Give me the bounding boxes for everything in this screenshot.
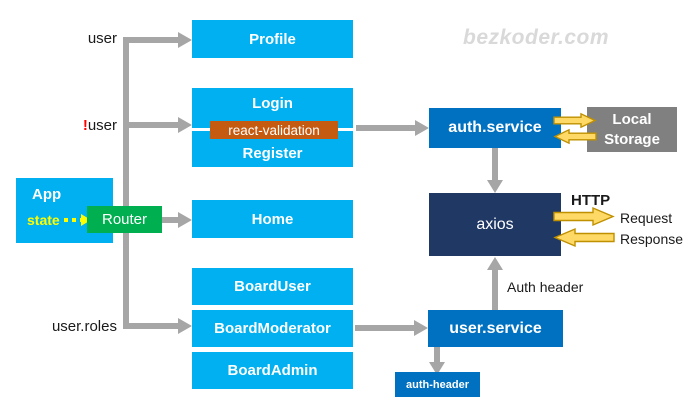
node-app-title: App bbox=[32, 186, 62, 203]
label-not-user: !user bbox=[40, 117, 117, 134]
arrowhead-userservice-icon bbox=[414, 320, 428, 336]
arrowhead-axios-down-icon bbox=[487, 180, 503, 193]
node-router-label: Router bbox=[101, 211, 148, 228]
arrowhead-home-icon bbox=[178, 212, 192, 228]
node-board-user-label: BoardUser bbox=[234, 278, 311, 295]
watermark: bezkoder.com bbox=[463, 26, 610, 49]
node-login-label: Login bbox=[252, 95, 293, 112]
node-auth-header-label: auth-header bbox=[406, 378, 469, 391]
storage-read-arrow-icon bbox=[553, 128, 597, 145]
node-home-label: Home bbox=[251, 210, 294, 228]
node-auth-service-label: auth.service bbox=[448, 119, 542, 136]
node-local-storage: Local Storage bbox=[587, 107, 677, 152]
node-react-validation: react-validation bbox=[210, 121, 338, 139]
node-board-moderator: BoardModerator bbox=[192, 310, 353, 347]
connector-roles-board bbox=[123, 323, 179, 329]
label-user: user bbox=[87, 30, 117, 47]
connector-board-userservice bbox=[355, 325, 415, 331]
node-axios: axios bbox=[429, 193, 561, 256]
node-profile: Profile bbox=[192, 20, 353, 58]
http-request-arrow-icon bbox=[553, 206, 615, 227]
node-board-moderator-label: BoardModerator bbox=[214, 320, 331, 337]
node-home: Home bbox=[192, 200, 353, 238]
node-auth-service: auth.service bbox=[429, 108, 561, 148]
label-auth-header: Auth header bbox=[507, 279, 584, 295]
node-profile-label: Profile bbox=[249, 30, 296, 48]
node-auth-header: auth-header bbox=[395, 372, 480, 397]
node-react-validation-label: react-validation bbox=[228, 122, 320, 138]
node-board-admin-label: BoardAdmin bbox=[227, 362, 318, 379]
arrowhead-board-icon bbox=[178, 318, 192, 334]
node-router: Router bbox=[87, 206, 162, 233]
connector-user-profile bbox=[123, 37, 179, 43]
arrowhead-profile-icon bbox=[178, 32, 192, 48]
connector-trunk bbox=[123, 37, 129, 329]
connector-userservice-axios bbox=[492, 270, 498, 310]
storage-write-arrow-icon bbox=[553, 112, 597, 129]
node-axios-label: axios bbox=[476, 215, 514, 233]
local-storage-line2: Storage bbox=[604, 130, 660, 148]
arrowhead-axios-up-icon bbox=[487, 257, 503, 270]
node-user-service: user.service bbox=[428, 310, 563, 347]
connector-router-home bbox=[160, 217, 179, 223]
node-register-label: Register bbox=[242, 145, 303, 162]
app-state-label: state bbox=[27, 212, 60, 228]
label-request: Request bbox=[620, 210, 673, 226]
node-board-user: BoardUser bbox=[192, 268, 353, 305]
node-board-admin: BoardAdmin bbox=[192, 352, 353, 389]
http-response-arrow-icon bbox=[553, 227, 615, 248]
arrowhead-login-icon bbox=[178, 117, 192, 133]
label-not-user-rest: user bbox=[87, 117, 117, 134]
connector-userservice-authheader bbox=[434, 347, 440, 363]
label-http: HTTP bbox=[571, 192, 611, 209]
arrowhead-authservice-icon bbox=[415, 120, 429, 136]
arrowhead-authheader-icon bbox=[429, 362, 445, 375]
state-dotted-line bbox=[64, 218, 81, 222]
label-response: Response bbox=[620, 231, 684, 247]
label-user-roles: user.roles bbox=[51, 318, 117, 335]
connector-login-authservice bbox=[356, 125, 416, 131]
node-user-service-label: user.service bbox=[449, 319, 542, 337]
connector-notuser-login bbox=[123, 122, 179, 128]
local-storage-line1: Local bbox=[612, 110, 652, 128]
state-arrowhead-icon bbox=[81, 214, 91, 226]
label-not-user-bang: ! bbox=[82, 117, 88, 134]
connector-authservice-axios bbox=[492, 148, 498, 181]
